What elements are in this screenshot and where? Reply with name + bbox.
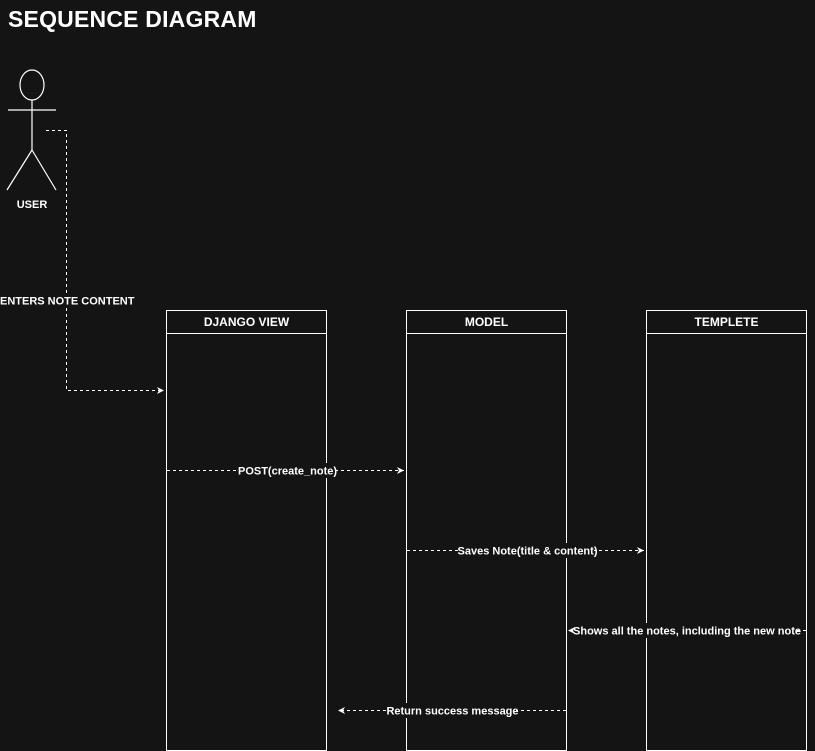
message-shows-all-notes[interactable]: Shows all the notes, including the new n…: [568, 623, 806, 638]
message-label-saves-note: Saves Note(title & content): [458, 546, 598, 558]
lifeline-template[interactable]: TEMPLETE: [646, 310, 807, 751]
lifeline-label-model: MODEL: [465, 315, 508, 329]
message-saves-note[interactable]: Saves Note(title & content): [407, 543, 644, 558]
user-actor[interactable]: USER: [6, 69, 57, 211]
actor-right-leg: [31, 149, 57, 191]
message-post-create-note[interactable]: POST(create_note): [167, 463, 404, 478]
diagram-title: SEQUENCE DIAGRAM: [8, 6, 257, 32]
message-label-post-create-note: POST(create_note): [238, 466, 337, 478]
lifeline-model[interactable]: MODEL: [406, 310, 567, 751]
actor-head: [19, 69, 45, 101]
actor-left-leg: [6, 149, 33, 191]
message-label-return-success: Return success message: [386, 706, 518, 718]
message-return-success[interactable]: Return success message: [338, 703, 566, 718]
actor-label: USER: [17, 199, 48, 211]
lifeline-django-view[interactable]: DJANGO VIEW: [166, 310, 327, 751]
lifeline-label-django-view: DJANGO VIEW: [204, 315, 290, 329]
message-label-enters-note-content: ENTERS NOTE CONTENT: [0, 296, 135, 308]
message-enters-note-content[interactable]: ENTERS NOTE CONTENT: [0, 130, 164, 394]
lifeline-label-template: TEMPLETE: [694, 315, 758, 329]
message-label-shows-all-notes: Shows all the notes, including the new n…: [573, 626, 801, 638]
